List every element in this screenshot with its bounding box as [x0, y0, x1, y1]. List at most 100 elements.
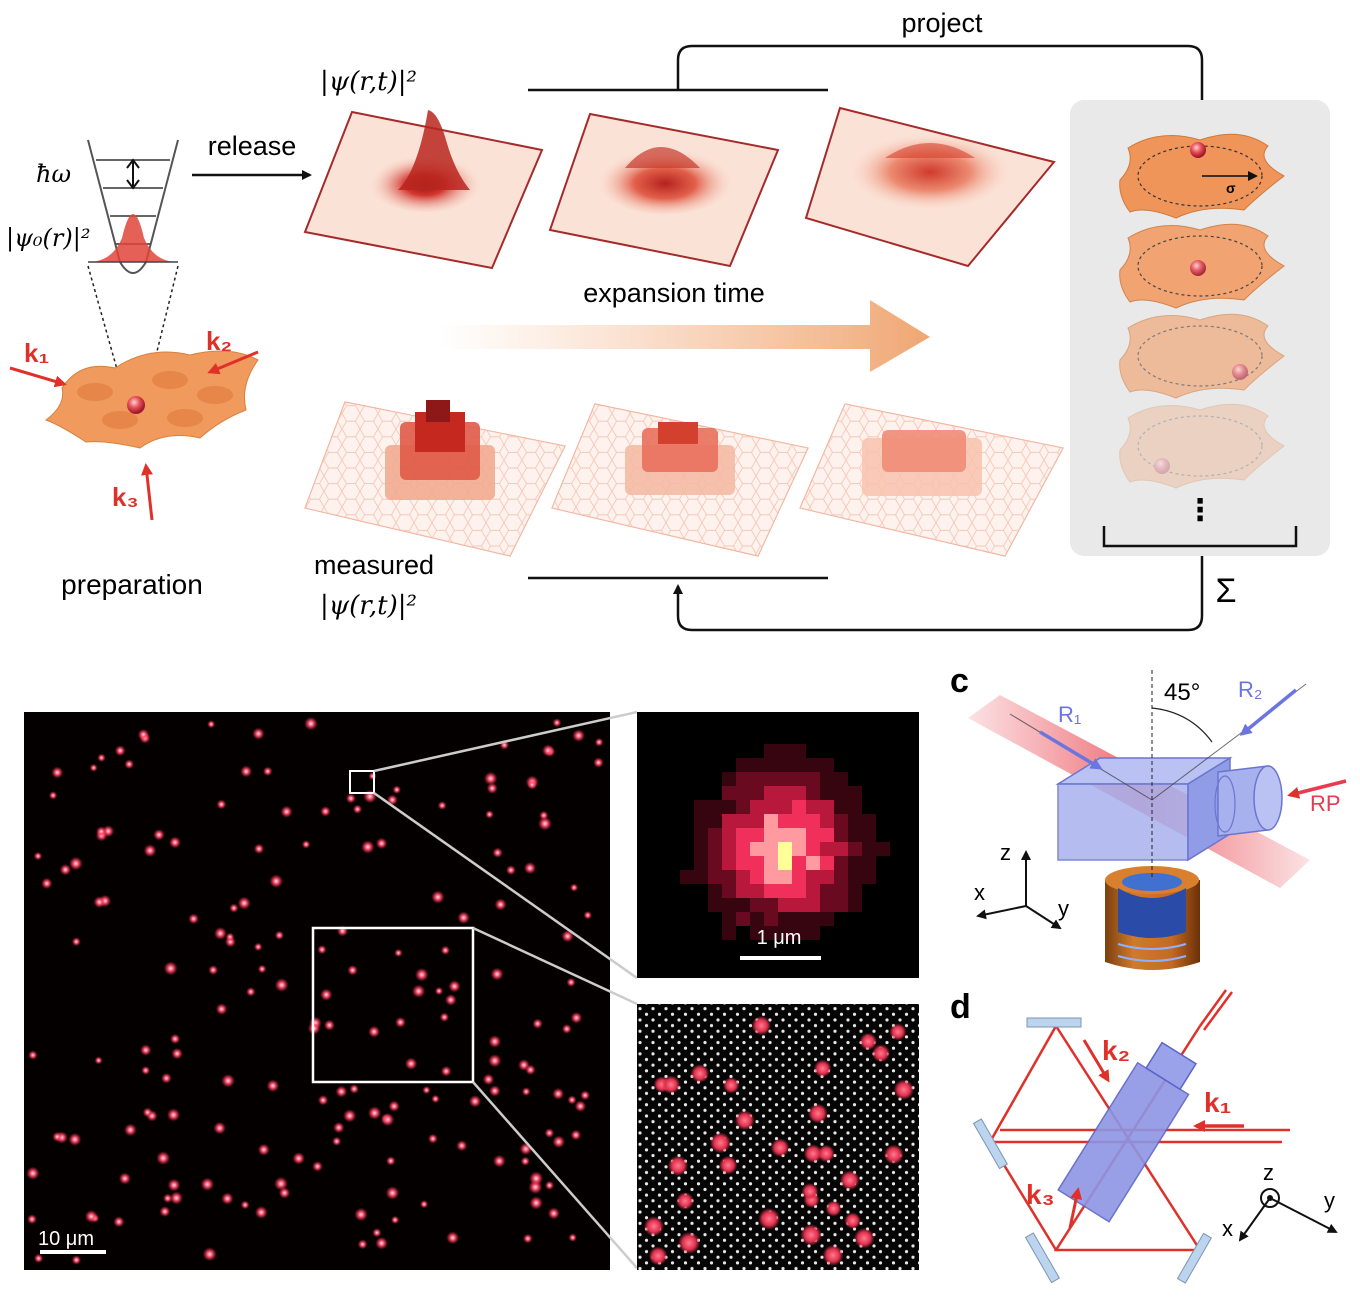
camera-pixel	[722, 772, 736, 786]
atom-spot	[566, 977, 576, 987]
camera-pixel	[806, 786, 820, 800]
camera-pixel	[848, 856, 862, 870]
camera-pixel	[680, 870, 694, 884]
atom-spot	[437, 801, 447, 810]
camera-pixel	[820, 828, 834, 842]
harmonic-trap: ħω |ψ₀(r)|²	[6, 139, 179, 381]
atom-spot	[493, 1154, 506, 1168]
hbar-omega-label: ħω	[36, 160, 71, 188]
atom-spot	[572, 729, 585, 742]
camera-pixel	[764, 870, 778, 884]
atom-spot	[207, 720, 216, 729]
lattice-atoms	[643, 1015, 914, 1266]
camera-pixel	[722, 898, 736, 912]
atom-spot	[269, 874, 284, 888]
atom-spot	[439, 1012, 450, 1022]
camera-pixel	[694, 842, 708, 856]
atom-spot	[274, 930, 284, 940]
camera-pixel	[806, 842, 820, 856]
measured-label: measured	[314, 550, 434, 580]
camera-pixel	[764, 772, 778, 786]
atom-spot	[494, 898, 507, 911]
camera-pixel	[778, 814, 792, 828]
camera-pixel	[750, 828, 764, 842]
atom-spot	[96, 826, 107, 837]
atom-spot	[48, 791, 58, 800]
atom-spot	[301, 840, 311, 849]
atom-spot	[257, 964, 267, 974]
lattice-atom	[718, 1155, 738, 1175]
atom-spot	[422, 1086, 431, 1095]
lattice-atom	[801, 1183, 819, 1200]
sum-symbol: Σ	[1215, 572, 1236, 610]
objective-lens	[1105, 866, 1200, 970]
axes-c: z x y	[974, 840, 1069, 930]
atom-spot	[520, 1156, 530, 1166]
lattice-atom	[872, 1044, 890, 1063]
scalebar-zoom-label: 1 μm	[757, 927, 802, 949]
camera-pixel	[722, 842, 736, 856]
atom-spot	[525, 1064, 536, 1076]
camera-pixel	[694, 870, 708, 884]
camera-pixel	[778, 758, 792, 772]
atom-spot	[41, 877, 53, 890]
camera-pixel	[806, 870, 820, 884]
atom-spot	[141, 1066, 151, 1075]
k1-label: k₁	[24, 338, 49, 368]
rp-label: RP	[1310, 791, 1341, 816]
atom-spot	[254, 1206, 268, 1219]
camera-pixel	[722, 814, 736, 828]
atom-spot	[552, 1087, 565, 1100]
atom-spot	[375, 1236, 388, 1250]
camera-pixel	[750, 912, 764, 926]
camera-pixel	[806, 884, 820, 898]
atom-spot	[263, 766, 273, 776]
camera-pixel	[736, 828, 750, 842]
atom-spot	[52, 1131, 63, 1142]
camera-pixel	[778, 744, 792, 758]
atom-spot	[246, 987, 256, 997]
atom-spot	[354, 1207, 368, 1222]
atom-spot	[529, 1196, 543, 1210]
camera-pixel	[834, 814, 848, 828]
camera-pixel	[820, 898, 834, 912]
atom-spot	[84, 1210, 98, 1223]
atom-spot	[580, 1090, 590, 1101]
glass-cell	[1055, 756, 1283, 862]
camera-pixel	[792, 884, 806, 898]
preparation-label: preparation	[61, 569, 203, 600]
atom-spot	[529, 1171, 544, 1186]
atom-spot	[317, 1095, 329, 1106]
camera-pixel	[848, 828, 862, 842]
d-k2-label: k₂	[1102, 1035, 1130, 1066]
camera-pixel	[792, 912, 806, 926]
camera-pixel	[764, 828, 778, 842]
camera-pixel	[764, 744, 778, 758]
atom-spot	[544, 1180, 555, 1190]
atom-spot	[368, 772, 377, 781]
atom-spot	[561, 930, 574, 943]
atom-spot	[28, 1050, 38, 1060]
atom-spot	[118, 1172, 131, 1185]
atom-spot	[292, 1152, 305, 1165]
lattice-atom	[661, 1075, 681, 1094]
atom-spot	[361, 840, 375, 854]
atom-spot	[539, 810, 549, 821]
atom-spot	[391, 1215, 400, 1224]
atom-spot	[221, 1192, 234, 1205]
lattice-atom	[859, 1032, 877, 1051]
atom-spot	[521, 1087, 531, 1096]
atom-spot	[457, 911, 470, 924]
atom-spot	[552, 718, 562, 728]
atom-spots	[26, 716, 604, 1265]
atom-spot	[221, 1074, 235, 1088]
atom-spot	[583, 911, 592, 920]
atom-spot	[420, 1200, 429, 1209]
camera-pixel	[862, 828, 876, 842]
atom-spot	[368, 1025, 380, 1038]
atom-spot	[404, 1057, 418, 1070]
atom-spot	[27, 1214, 37, 1225]
atom-spot	[567, 1095, 577, 1105]
atom-spot	[544, 1128, 555, 1138]
atom-spot	[166, 1108, 181, 1122]
